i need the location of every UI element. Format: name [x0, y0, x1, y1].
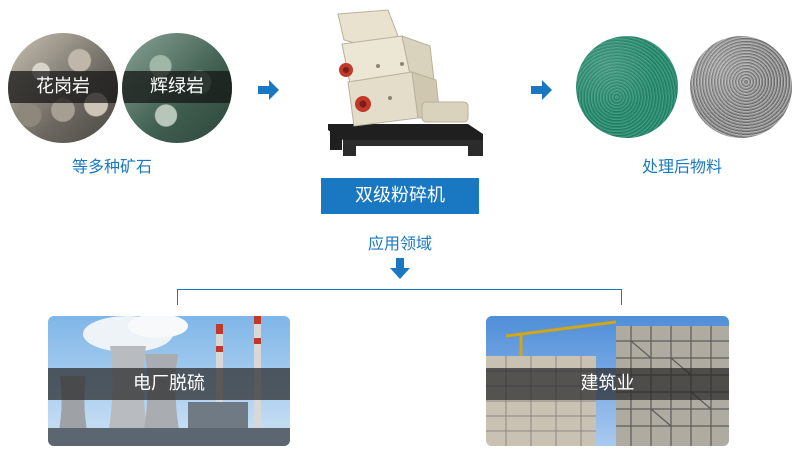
green-processed-material-image — [576, 36, 678, 138]
arrow-right-icon — [258, 80, 279, 100]
ore-label-diabase: 辉绿岩 — [122, 71, 232, 103]
ore-label-granite: 花岗岩 — [8, 71, 118, 103]
crusher-machine-image — [328, 9, 483, 156]
diabase-image: 辉绿岩 — [122, 33, 232, 143]
input-caption: 等多种矿石 — [72, 157, 153, 176]
power-plant-image: 电厂脱硫 — [48, 316, 290, 446]
output-caption: 处理后物料 — [642, 157, 723, 176]
construction-image: 建筑业 — [486, 316, 729, 446]
applications-label: 应用领域 — [367, 234, 432, 253]
gray-processed-material-image — [690, 36, 792, 138]
bracket-line — [177, 289, 622, 290]
arrow-down-icon — [390, 258, 410, 279]
application-label-construction: 建筑业 — [486, 368, 729, 400]
granite-image: 花岗岩 — [8, 33, 118, 143]
bracket-left-tick — [177, 289, 178, 305]
machine-title: 双级粉碎机 — [321, 178, 479, 214]
application-label-power-plant: 电厂脱硫 — [48, 368, 290, 400]
arrow-right-icon — [531, 80, 552, 100]
bracket-right-tick — [621, 289, 622, 305]
